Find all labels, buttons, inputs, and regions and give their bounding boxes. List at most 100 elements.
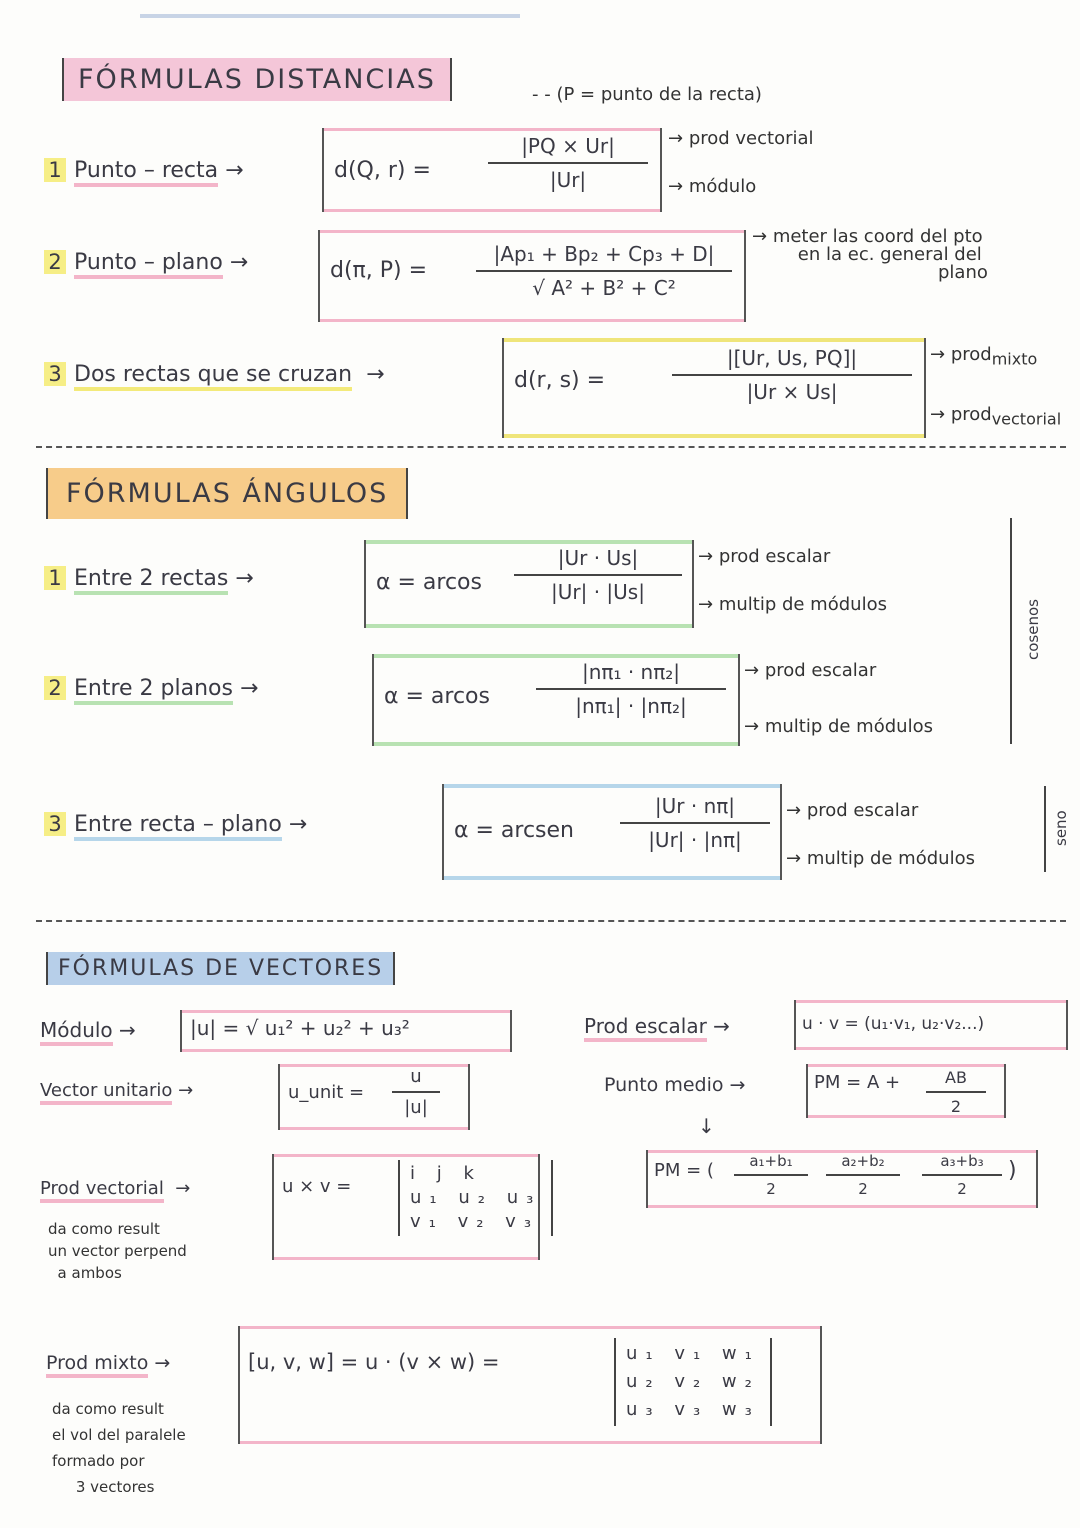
ang-note-1a: → prod escalar xyxy=(698,546,831,567)
dist-frac-2: |Ap₁ + Bp₂ + Cp₃ + D| √ A² + B² + C² xyxy=(476,242,732,300)
ang-lhs-3: α = arcsen xyxy=(454,818,575,843)
ang-frac-3: |Ur · nπ| |Ur| · |nπ| xyxy=(620,794,770,852)
ang-label-3: Entre recta – plano xyxy=(74,812,282,841)
ang-note-3a-text: prod escalar xyxy=(806,800,919,821)
dist-note-3b-sub: vectorial xyxy=(991,409,1062,429)
mixed-row: Prod mixto → xyxy=(46,1352,170,1378)
ang-den-text-1: |Ur| · |Us| xyxy=(514,574,682,604)
ang-label-1: Entre 2 rectas xyxy=(74,566,229,595)
mid-frac-num: AB xyxy=(945,1068,967,1087)
mixed-note-4: 3 vectores xyxy=(75,1478,155,1496)
unit-den: |u| xyxy=(392,1091,440,1118)
mixed-row-3: u₃ v₃ w₃ xyxy=(626,1399,760,1420)
mid-a: A + xyxy=(866,1072,901,1093)
ang-note-2a-text: prod escalar xyxy=(764,660,877,681)
mixed-label: Prod mixto xyxy=(46,1352,149,1378)
ang-note-2b: → multip de módulos xyxy=(744,716,933,737)
mixed-row-2: u₂ v₂ w₂ xyxy=(626,1371,760,1392)
ang-note-1b-text: multip de módulos xyxy=(718,594,887,615)
mid-frac-2-num: a₂+b₂ xyxy=(841,1152,885,1170)
brace-seno-label: seno xyxy=(1052,810,1070,846)
dist-note-3b-text: prod xyxy=(950,404,992,425)
ang-note-3a: → prod escalar xyxy=(786,800,919,821)
dist-formula-box-3 xyxy=(502,338,926,438)
ang-frac-2: |nπ₁ · nπ₂| |nπ₁| · |nπ₂| xyxy=(536,660,726,718)
dist-formula-box-2 xyxy=(318,230,746,322)
mid-close: ) xyxy=(1008,1158,1017,1183)
unit-lhs: u_unit = xyxy=(288,1082,365,1103)
cross-row-3: v₁ v₂ v₃ xyxy=(410,1211,540,1232)
dist-note-1b-text: módulo xyxy=(688,176,757,197)
cross-row: Prod vectorial → xyxy=(40,1178,190,1203)
cross-note-3: a ambos xyxy=(57,1264,122,1282)
mid-frac: AB 2 xyxy=(926,1068,986,1116)
dist-den-text-1: |Ur| xyxy=(488,162,648,192)
unit-label: Vector unitario xyxy=(40,1080,173,1105)
ang-num-text-2: |nπ₁ · nπ₂| xyxy=(581,660,681,684)
dist-num-text-1: |PQ × Ur| xyxy=(521,134,615,158)
mixed-note-3: formado por xyxy=(52,1452,145,1470)
mid-frac-3: a₃+b₃ 2 xyxy=(922,1152,1002,1198)
dist-note-3a-text: prod xyxy=(950,344,992,365)
dot-label: Prod escalar xyxy=(584,1014,707,1042)
divider-1 xyxy=(36,446,1066,448)
page-edge xyxy=(140,14,520,18)
dist-num-3: 3 xyxy=(44,362,66,386)
dist-note-3a-sub: mixto xyxy=(991,349,1038,369)
ang-note-1a-text: prod escalar xyxy=(718,546,831,567)
ang-note-3b-text: multip de módulos xyxy=(806,848,975,869)
dist-note-2c-text: plano xyxy=(938,262,988,283)
brace-seno xyxy=(1044,786,1046,872)
cross-note: da como result un vector perpend a ambos xyxy=(48,1218,187,1284)
unit-frac: u |u| xyxy=(392,1066,440,1118)
ang-note-2a: → prod escalar xyxy=(744,660,877,681)
vectors-title: FÓRMULAS DE VECTORES xyxy=(46,952,396,985)
mid-frac-1: a₁+b₁ 2 xyxy=(734,1152,808,1198)
mid-label: Punto medio xyxy=(604,1074,724,1096)
dist-note-3b: → prodvectorial xyxy=(930,404,1062,429)
mixed-note: da como result el vol del paralele forma… xyxy=(52,1396,186,1500)
cross-row-2: u₁ u₂ u₃ xyxy=(410,1187,542,1208)
cross-note-1: da como result xyxy=(48,1220,160,1238)
cross-matrix: i j k u₁ u₂ u₃ v₁ v₂ v₃ xyxy=(398,1160,554,1236)
dist-num-1: 1 xyxy=(44,158,66,182)
dist-label-1: Punto – recta xyxy=(74,158,219,187)
mid-frac-2-den: 2 xyxy=(826,1174,900,1198)
dist-lhs-1: d(Q, r) = xyxy=(334,158,431,183)
mid-lhs: PM = A + xyxy=(814,1072,900,1093)
dist-frac-1: |PQ × Ur| |Ur| xyxy=(488,134,648,192)
brace-cosenos xyxy=(1010,518,1012,744)
dist-num-text-3: |[Ur, Us, PQ]| xyxy=(726,346,858,370)
ang-num-1: 1 xyxy=(44,566,66,590)
dist-den-text-2: √ A² + B² + C² xyxy=(476,270,732,300)
dist-note-3a: → prodmixto xyxy=(930,344,1038,369)
dist-note-1a-text: prod vectorial xyxy=(688,128,814,149)
mid-frac-3-den: 2 xyxy=(922,1174,1002,1198)
cross-label: Prod vectorial xyxy=(40,1178,164,1203)
cross-lhs: u × v = xyxy=(282,1176,352,1197)
mixed-formula: [u, v, w] = u · (v × w) = xyxy=(248,1350,500,1374)
ang-formula-box-1 xyxy=(364,540,694,628)
unit-row: Vector unitario → xyxy=(40,1080,193,1105)
mid-frac-2: a₂+b₂ 2 xyxy=(826,1152,900,1198)
dist-note-2b-text: en la ec. general del xyxy=(797,244,982,265)
ang-num-text-3: |Ur · nπ| xyxy=(654,794,736,818)
modulo-box xyxy=(180,1010,512,1052)
angles-title: FÓRMULAS ÁNGULOS xyxy=(46,468,409,519)
mid-row: Punto medio → xyxy=(604,1074,746,1096)
down-arrow-icon: ↓ xyxy=(698,1114,715,1138)
mid-frac-1-num: a₁+b₁ xyxy=(749,1152,793,1170)
ang-num-text-1: |Ur · Us| xyxy=(557,546,639,570)
brace-cosenos-label: cosenos xyxy=(1024,599,1042,660)
modulo-formula: |u| = √ u₁² + u₂² + u₃² xyxy=(190,1016,410,1040)
mid-expanded-box xyxy=(646,1150,1038,1208)
dot-row: Prod escalar → xyxy=(584,1014,730,1042)
modulo-row: Módulo → xyxy=(40,1018,136,1046)
ang-note-1b: → multip de módulos xyxy=(698,594,887,615)
dist-num-2: 2 xyxy=(44,250,66,274)
ang-label-2: Entre 2 planos xyxy=(74,676,233,705)
unit-box xyxy=(278,1064,470,1130)
